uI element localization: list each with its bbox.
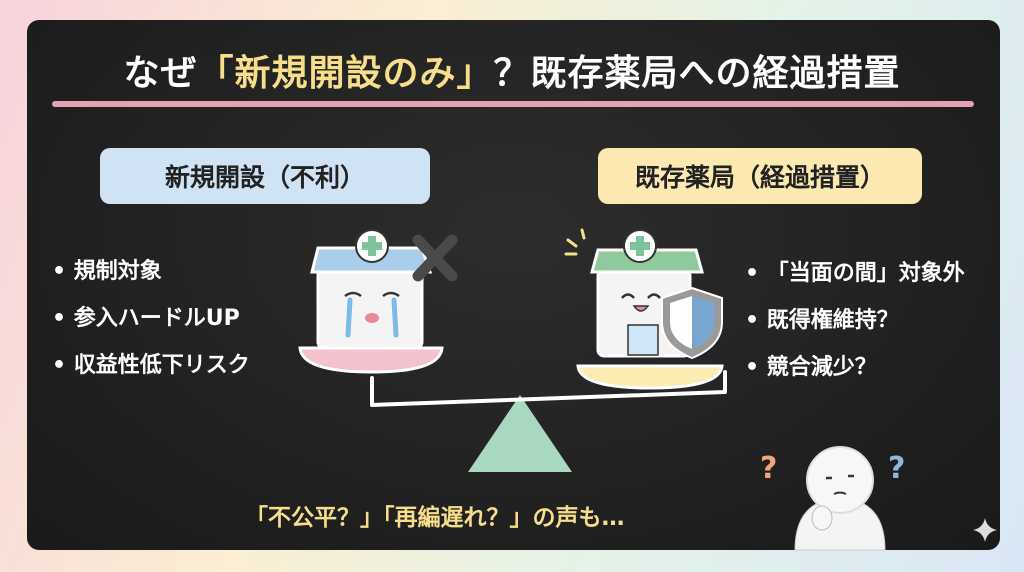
- bullet-item: 規制対象: [52, 248, 250, 295]
- bullet-item: 既得権維持？: [745, 297, 965, 344]
- bullet-item: 競合減少？: [745, 344, 965, 391]
- title-suffix: ？既存薬局への経過措置: [493, 53, 901, 94]
- page-title: なぜ「新規開設のみ」？既存薬局への経過措置: [0, 44, 1024, 96]
- question-mark-icon: ?: [888, 451, 905, 486]
- thinking-person-icon: [794, 446, 886, 551]
- bullet-item: 参入ハードルUP: [52, 295, 250, 342]
- sparkle-icon: [973, 518, 997, 542]
- scale-beam-icon: [370, 370, 727, 407]
- sad-pharmacy-icon: [310, 229, 433, 350]
- title-prefix: なぜ: [123, 53, 198, 94]
- existing-pharmacy-label: 既存薬局（経過措置）: [598, 148, 922, 204]
- title-highlight: 「新規開設のみ」: [197, 53, 494, 94]
- bottom-caption: 「不公平？」「再編遅れ？」の声も…: [245, 505, 625, 531]
- title-underline: [52, 101, 974, 107]
- x-mark-icon: [412, 234, 458, 282]
- bullet-item: 収益性低下リスク: [52, 342, 250, 389]
- left-pan-icon: [298, 346, 444, 374]
- fulcrum-icon: [468, 395, 572, 472]
- happy-pharmacy-icon: [564, 228, 704, 358]
- new-opening-label: 新規開設（不利）: [100, 148, 430, 204]
- bullet-item: 「当面の間」対象外: [745, 250, 965, 297]
- existing-pharmacy-bullets: 「当面の間」対象外 既得権維持？ 競合減少？: [745, 250, 965, 391]
- new-opening-bullets: 規制対象 参入ハードルUP 収益性低下リスク: [52, 248, 250, 389]
- right-pan-icon: [576, 364, 724, 390]
- shield-icon: [661, 286, 723, 360]
- question-mark-icon: ?: [760, 451, 777, 486]
